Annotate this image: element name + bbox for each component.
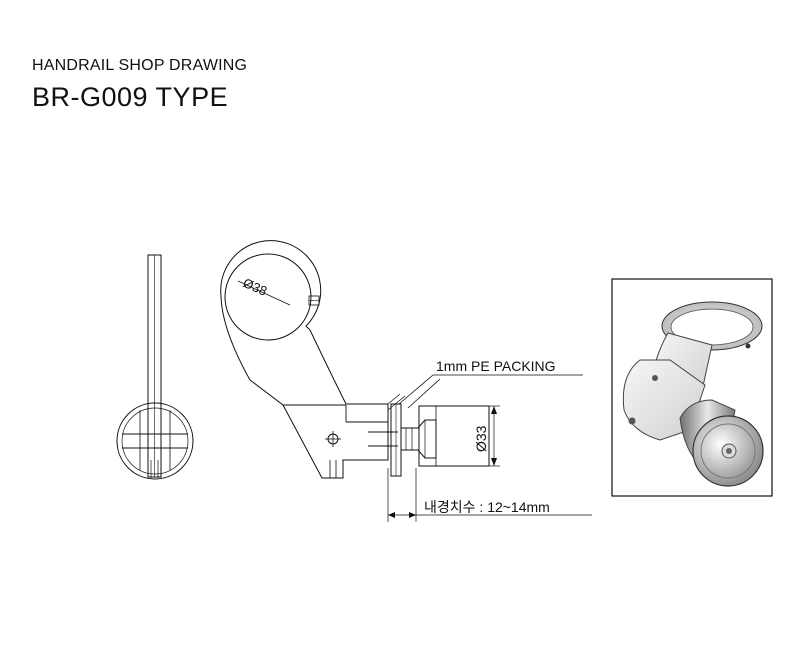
- bracket-outline: [220, 240, 389, 479]
- drawing-title: BR-G009 TYPE: [32, 82, 229, 112]
- front-view: [220, 240, 592, 522]
- drawing-header: HANDRAIL SHOP DRAWING BR-G009 TYPE: [32, 56, 247, 112]
- disk-diameter-label: Ø33: [473, 425, 489, 452]
- packing-label: 1mm PE PACKING: [436, 358, 556, 374]
- drawing-subtitle: HANDRAIL SHOP DRAWING: [32, 57, 248, 74]
- side-view-base: [116, 402, 194, 480]
- end-disk: [418, 405, 490, 467]
- pipe-diameter-label: Ø38: [241, 275, 270, 299]
- product-photo: [611, 278, 773, 497]
- pipe-circle: [224, 253, 312, 341]
- thickness-label: 내경치수 : 12~14mm: [424, 499, 550, 515]
- side-view: [116, 254, 194, 480]
